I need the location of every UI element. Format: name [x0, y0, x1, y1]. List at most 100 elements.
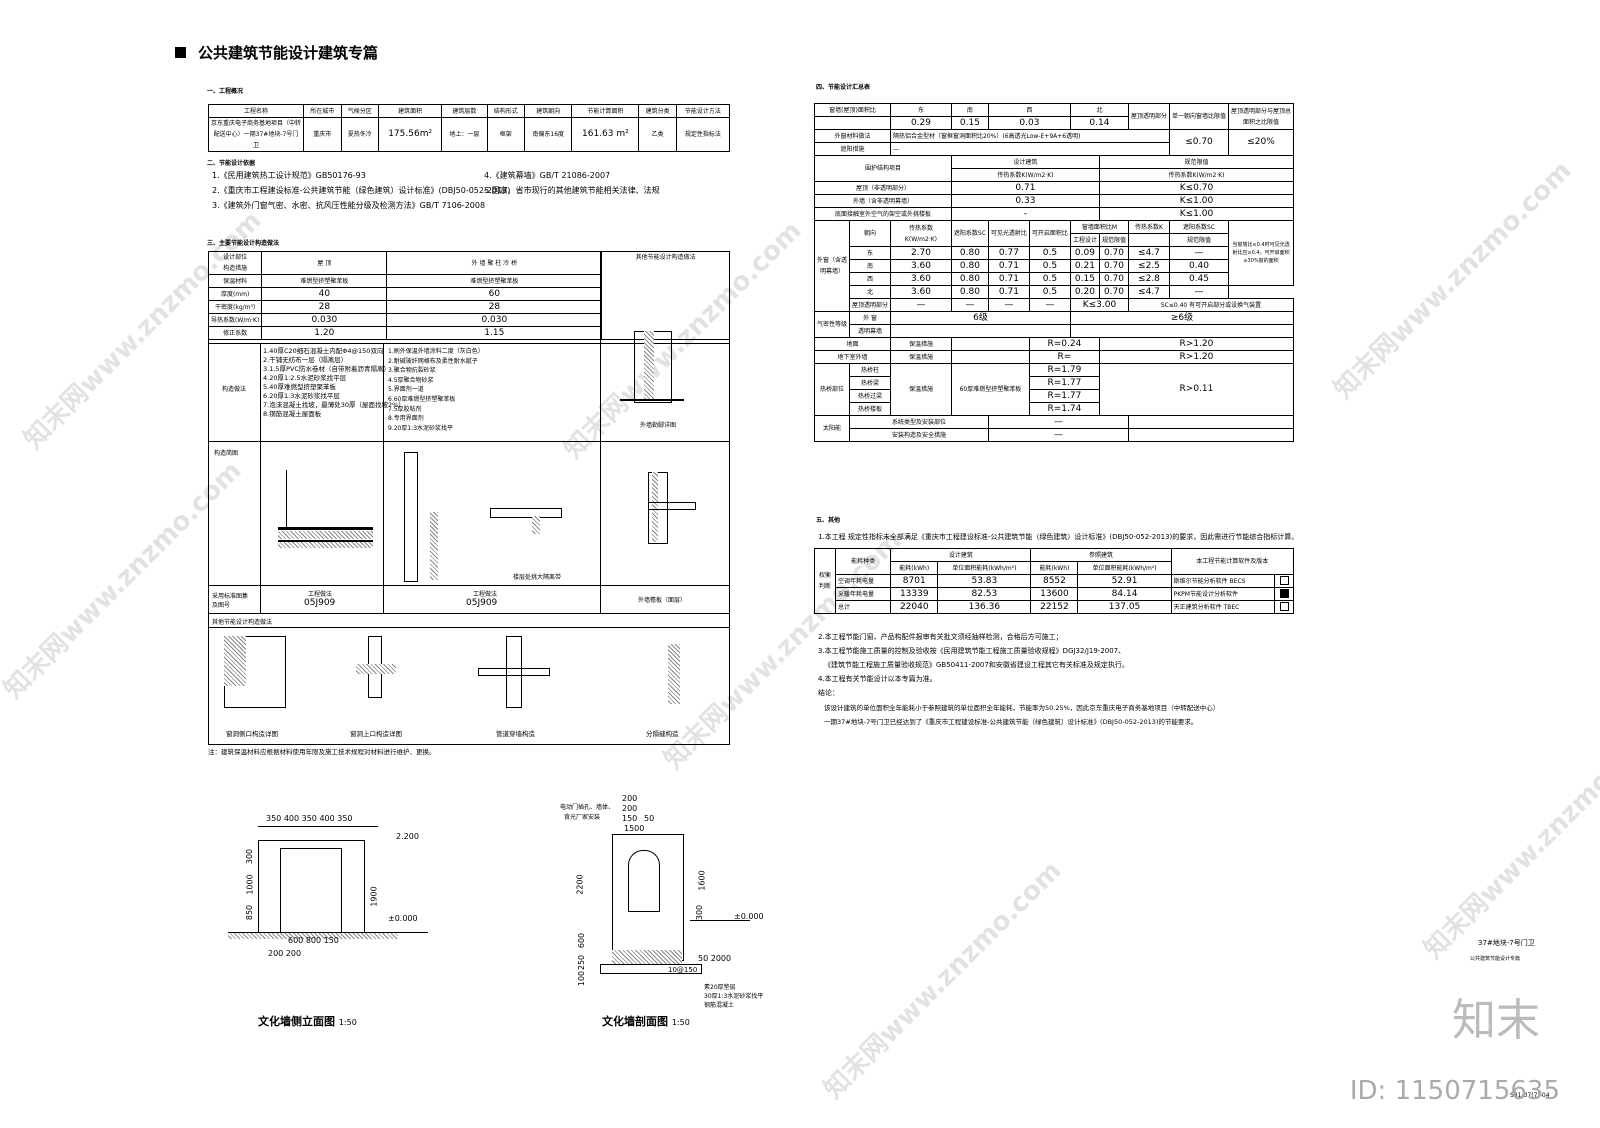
cell: 单位面积能耗(kWh/m²) [1077, 561, 1172, 575]
ground-line [690, 920, 750, 921]
drawing-caption: 文化墙剖面图 1:50 [602, 1015, 690, 1028]
cell: 8552 [1030, 574, 1079, 588]
cell: 规定性指标法 [675, 117, 731, 152]
cell: — [1168, 246, 1230, 260]
cell: 0.70 [1098, 285, 1129, 299]
footing [600, 964, 702, 974]
cell: 建筑朝向 [524, 104, 573, 118]
dimension: 600 800 150 [288, 936, 339, 945]
cell: 传热系数K [1127, 220, 1170, 234]
cell: 137.05 [1077, 600, 1172, 614]
details-row: 其他节能设计构造做法 窗洞侧口构造详图 窗洞上口构造详图 管道穿墙构造 分隔缝构… [208, 613, 730, 744]
cell: 传热系数K(W/m2·K) [950, 168, 1100, 182]
cell: 朝向 [849, 220, 892, 247]
eave-caption: 楼层处挑大隔离带 [513, 574, 562, 581]
dimension: 300 [695, 904, 705, 921]
page-title: 公共建筑节能设计建筑专篇 [175, 42, 378, 63]
cell: 遮阳系数SC [1168, 220, 1230, 234]
cell: 规范限值 [1168, 233, 1230, 247]
method-step: 6.60厚难燃型挤塑聚苯板 [388, 395, 456, 403]
cell: 0.5 [1028, 246, 1071, 260]
cell: 0.77 [987, 246, 1030, 260]
dimension: 200 [622, 804, 638, 813]
wall-inner [280, 848, 342, 937]
dimension: 100 [577, 970, 587, 987]
divider [383, 586, 384, 614]
conclusion-text: 该设计建筑的单位面积全年能耗小于参照建筑的单位面积全年能耗，节能率为50.25%… [824, 704, 1220, 712]
slab [490, 508, 562, 518]
checkbox-icon [1279, 588, 1289, 598]
cell: K≤1.00 [1098, 207, 1295, 221]
cell: 总计 [834, 600, 892, 614]
cell: 天正建筑分析软件 TBEC [1170, 600, 1276, 614]
cell: 规范限值 [1098, 233, 1129, 247]
cell: 设计部位构造措施 [207, 251, 263, 275]
cell: 0.70 [1098, 246, 1129, 260]
basis-item: 3.《建筑外门窗气密、水密、抗风压性能分级及检测方法》GB/T 7106-200… [212, 201, 486, 210]
annotation: 钢筋混凝土 [704, 1002, 735, 1009]
cell: 夏热冬冷 [340, 117, 380, 152]
dimension: 850 [245, 904, 255, 921]
cell: 南 [849, 259, 892, 273]
cell: 外 窗 [849, 311, 892, 325]
cell: 保温措施 [890, 337, 952, 351]
method-step: 5.界面剂一道 [388, 386, 424, 394]
cell: 透明幕墙 [849, 324, 892, 338]
other-note: 《建筑节能工程施工质量验收规范》GB50411-2007和安徽省建设工程其它有关… [824, 661, 1129, 669]
cell: 能耗(kWh) [890, 561, 939, 575]
cell: SC≤0.40 有可开启部分或设换气装置 [1127, 298, 1295, 312]
detail-drawing [648, 644, 698, 704]
cell: 采暖年耗电量 [834, 587, 892, 601]
cell: 西 [849, 272, 892, 286]
cell: - [950, 207, 1100, 221]
cell: 8701 [890, 574, 939, 588]
cell: 保温材料 [207, 274, 263, 288]
cell [950, 350, 1030, 364]
cell: 0.15 [950, 116, 989, 130]
cell: 0.80 [950, 246, 989, 260]
cell: 3.60 [890, 259, 952, 273]
cell: 60厚难燃型挤塑聚苯板 [950, 363, 1030, 416]
cell: 规范限值 [1098, 155, 1295, 169]
method-step: 8.专用界面剂 [388, 415, 424, 423]
cell: 52.91 [1077, 574, 1172, 588]
cell: 所在城市 [303, 104, 342, 118]
cell: 窗墙面积比M [1069, 220, 1129, 234]
cell: — [1168, 285, 1230, 299]
conclusion-text: 一期37#地块-7号门卫已经达到了《重庆市工程建设标准-公共建筑节能（绿色建筑）… [824, 718, 1198, 726]
cell: 其他节能设计构造做法 [601, 251, 730, 340]
cell: 0.29 [890, 116, 952, 130]
cell: 底面接触室外空气的架空或外挑楼板 [814, 207, 952, 221]
cell: R=1.77 [1028, 376, 1100, 390]
detail-caption: 窗洞侧口构造详图 [226, 730, 278, 738]
cell: 框架 [486, 117, 526, 152]
std-text: 工程做法 [308, 591, 333, 598]
divider [600, 586, 601, 614]
other-note: 1.本工程 规定性指标未全部满足《重庆市工程建设标准-公共建筑节能（绿色建筑）设… [818, 533, 1299, 541]
annotation: 素20厚垫层 [704, 984, 736, 991]
cell: 60 [386, 287, 603, 301]
section-heading: 一、工程概况 [207, 88, 244, 95]
cell: 22152 [1030, 600, 1079, 614]
cell: 3.60 [890, 285, 952, 299]
cell: 屋顶透明部分与屋顶总面积之比限值 [1228, 103, 1294, 130]
cell: 单位面积能耗(kWh/m²) [937, 561, 1032, 575]
method-step: 9.20厚1:3水泥砂浆找平 [388, 424, 454, 432]
cell: 3.60 [890, 272, 952, 286]
cell: ≤20% [1228, 129, 1294, 156]
detail-caption: 分隔缝构造 [646, 730, 679, 738]
software-checkbox [1274, 587, 1294, 601]
dimension: 150 [622, 814, 638, 823]
software-checkbox [1274, 600, 1294, 614]
cell: 斯维尔节能分析软件 BECS [1170, 574, 1276, 588]
watermark-id: ID: 1150715635 [1349, 1076, 1560, 1106]
cell: 太阳能 [813, 415, 851, 442]
cell: — [987, 415, 1129, 429]
cell: 乙类 [638, 117, 677, 152]
detail-hatch [668, 644, 680, 704]
dimension: 1900 [369, 886, 379, 907]
cell: 1.20 [261, 326, 388, 340]
wall-section [404, 452, 418, 582]
cell: ≤4.7 [1127, 285, 1170, 299]
